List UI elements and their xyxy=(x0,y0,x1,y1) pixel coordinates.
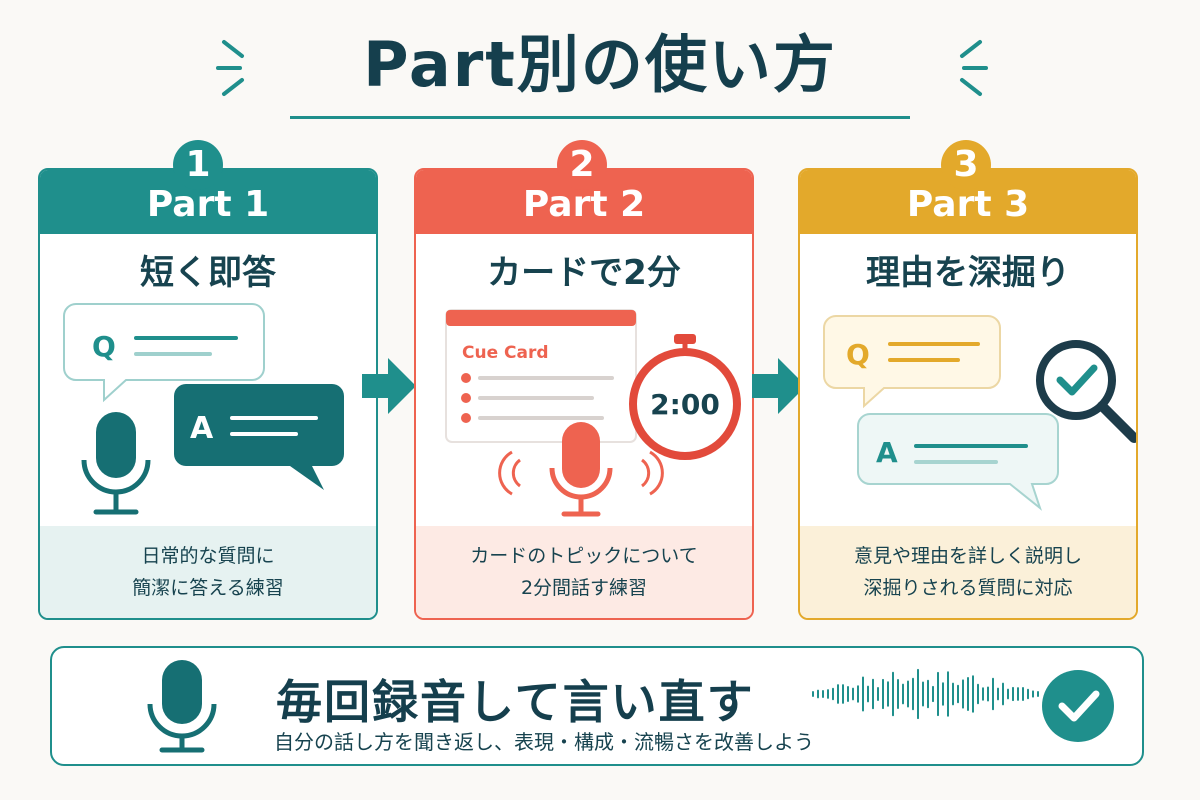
qa-deepdive-illustration: Q A xyxy=(823,315,1136,511)
qa-chat-illustration: Q A xyxy=(63,303,344,515)
part2-card: Part 2 カードで2分 Cue Card 2:00 xyxy=(414,168,754,620)
microphone-icon xyxy=(498,422,664,517)
svg-text:Cue Card: Cue Card xyxy=(462,343,549,363)
answer-bubble-icon: A xyxy=(857,413,1059,511)
stopwatch-icon: 2:00 xyxy=(629,334,741,460)
answer-bubble-icon: A xyxy=(174,384,344,490)
part1-heading: 短く即答 xyxy=(140,253,276,293)
svg-text:2:00: 2:00 xyxy=(650,388,720,421)
sparkle-left-icon xyxy=(214,30,274,100)
banner-title: 毎回録音して言い直す xyxy=(276,675,755,729)
arrow-right-icon xyxy=(752,358,806,414)
part3-desc-line2: 深掘りされる質問に対応 xyxy=(863,577,1073,599)
svg-text:Q: Q xyxy=(846,338,870,371)
page-title-block: Part別の使い方 xyxy=(290,22,910,122)
part1-description: 日常的な質問に 簡潔に答える練習 xyxy=(40,526,376,618)
cue-card-illustration: Cue Card 2:00 xyxy=(445,309,741,517)
cue-card-icon: Cue Card xyxy=(445,309,637,443)
question-bubble-icon: Q xyxy=(823,315,1001,409)
banner-subtitle: 自分の話し方を聞き返し、表現・構成・流暢さを改善しよう xyxy=(274,730,814,754)
part1-card: Part 1 短く即答 Q A 日常的な質問に 簡潔に答える練習 xyxy=(38,168,378,620)
part1-desc-line2: 簡潔に答える練習 xyxy=(132,577,284,599)
part2-description: カードのトピックについて 2分間話す練習 xyxy=(416,526,752,618)
question-bubble-icon: Q xyxy=(63,303,265,403)
microphone-icon xyxy=(147,660,217,753)
part2-desc-line2: 2分間話す練習 xyxy=(520,577,648,599)
magnifier-check-icon xyxy=(1036,340,1136,443)
arrow-right-icon xyxy=(362,358,416,414)
page-title: Part別の使い方 xyxy=(363,28,837,101)
svg-text:A: A xyxy=(190,411,214,446)
title-underline xyxy=(290,116,910,119)
sparkle-right-icon xyxy=(930,30,990,100)
microphone-icon xyxy=(81,412,151,515)
svg-text:Q: Q xyxy=(92,330,116,363)
part3-description: 意見や理由を詳しく説明し 深掘りされる質問に対応 xyxy=(800,526,1136,618)
part1-desc-line1: 日常的な質問に xyxy=(141,545,275,567)
part1-number-badge: 1 xyxy=(173,140,223,190)
part2-number-badge: 2 xyxy=(557,140,607,190)
part2-heading: カードで2分 xyxy=(487,253,681,293)
part2-desc-line1: カードのトピックについて xyxy=(470,545,698,567)
check-circle-icon xyxy=(1042,670,1114,742)
part3-desc-line1: 意見や理由を詳しく説明し xyxy=(853,545,1082,567)
record-tip-banner: 毎回録音して言い直す 自分の話し方を聞き返し、表現・構成・流暢さを改善しよう xyxy=(50,646,1144,766)
svg-text:A: A xyxy=(876,436,898,469)
sound-wave-icon xyxy=(812,668,1039,720)
part3-heading: 理由を深掘り xyxy=(866,253,1070,293)
part3-number-badge: 3 xyxy=(941,140,991,190)
part3-card: Part 3 理由を深掘り Q A 意見や理由を詳しく説明し 深掘りされる質問に… xyxy=(798,168,1138,620)
